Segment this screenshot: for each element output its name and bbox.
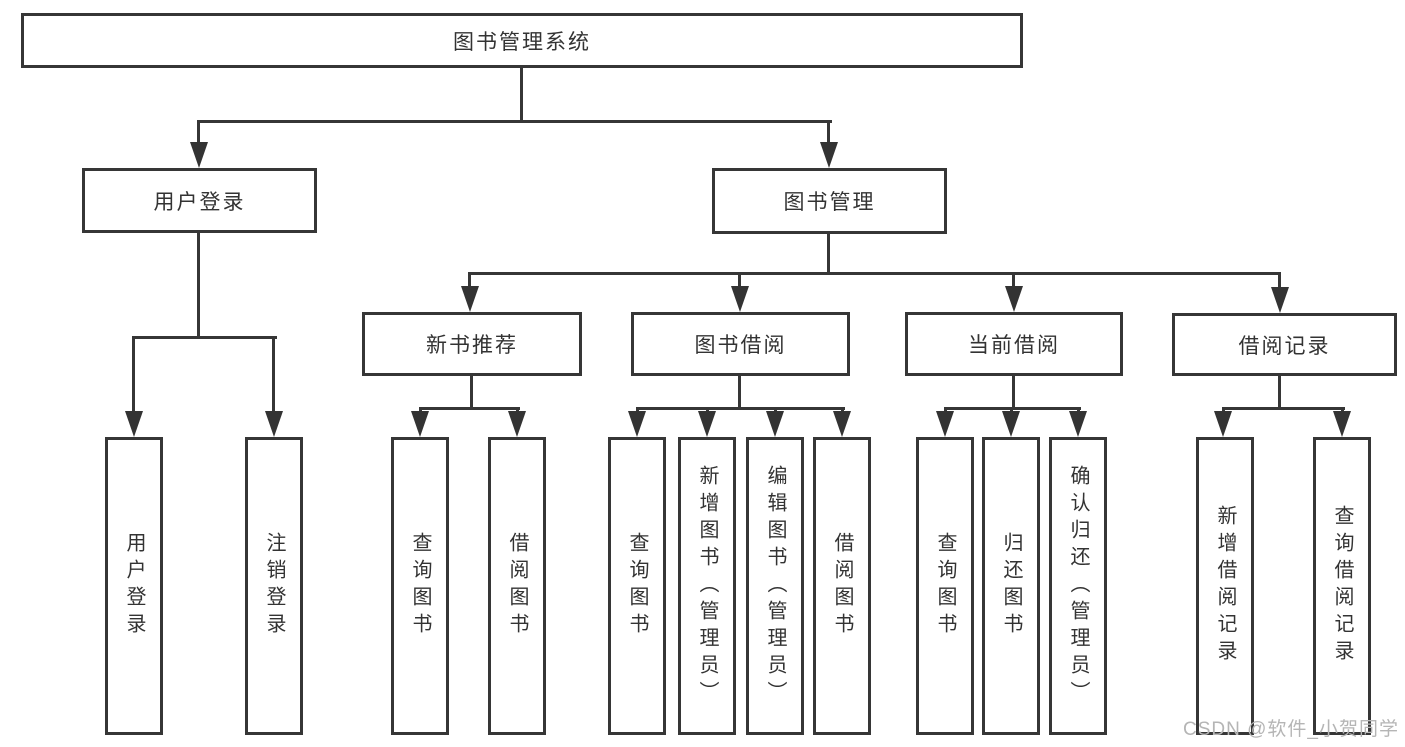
connector-line <box>197 120 200 146</box>
arrow-down-icon <box>1005 286 1023 312</box>
leaf-label: 用户登录 <box>123 532 145 640</box>
arrow-down-icon <box>1069 411 1087 437</box>
node-label: 新书推荐 <box>426 334 518 357</box>
leaf-query-books-borrowing: 查询图书 <box>608 437 666 735</box>
leaf-query-books-current: 查询图书 <box>916 437 974 735</box>
leaf-add-borrow-record: 新增借阅记录 <box>1196 437 1254 735</box>
connector-line <box>272 336 275 415</box>
leaf-label: 借阅图书 <box>831 532 853 640</box>
connector-line <box>738 376 741 410</box>
node-library-system: 图书管理系统 <box>21 13 1023 68</box>
leaf-return-books: 归还图书 <box>982 437 1040 735</box>
arrow-down-icon <box>766 411 784 437</box>
leaf-label: 新增图书（管理员） <box>696 464 718 708</box>
arrow-down-icon <box>1214 411 1232 437</box>
connector-line <box>470 272 1281 275</box>
arrow-down-icon <box>190 142 208 168</box>
leaf-borrow-books-borrowing: 借阅图书 <box>813 437 871 735</box>
arrow-down-icon <box>698 411 716 437</box>
leaf-label: 新增借阅记录 <box>1214 505 1236 667</box>
leaf-add-books-admin: 新增图书（管理员） <box>678 437 736 735</box>
connector-line <box>1012 376 1015 410</box>
node-label: 用户登录 <box>153 190 246 214</box>
arrow-down-icon <box>628 411 646 437</box>
leaf-edit-books-admin: 编辑图书（管理员） <box>746 437 804 735</box>
connector-line <box>198 120 832 123</box>
arrow-down-icon <box>1271 287 1289 313</box>
leaf-label: 查询借阅记录 <box>1331 505 1353 667</box>
arrow-down-icon <box>1333 411 1351 437</box>
connector-line <box>636 407 845 410</box>
arrow-down-icon <box>265 411 283 437</box>
leaf-query-borrow-record: 查询借阅记录 <box>1313 437 1371 735</box>
connector-line <box>1278 376 1281 410</box>
arrow-down-icon <box>936 411 954 437</box>
leaf-label: 确认归还（管理员） <box>1067 464 1089 708</box>
arrow-down-icon <box>411 411 429 437</box>
watermark: CSDN @软件_小贺同学 <box>1183 719 1399 740</box>
node-book-management: 图书管理 <box>712 168 947 234</box>
arrow-down-icon <box>508 411 526 437</box>
connector-line <box>1278 272 1281 290</box>
node-borrowing-records: 借阅记录 <box>1172 313 1397 376</box>
node-label: 图书管理 <box>783 191 876 214</box>
connector-line <box>470 376 473 410</box>
connector-line <box>738 272 741 290</box>
connector-line <box>132 336 135 415</box>
connector-line <box>1012 272 1015 290</box>
connector-line <box>419 407 520 410</box>
connector-line <box>1222 407 1345 410</box>
arrow-down-icon <box>833 411 851 437</box>
leaf-label: 归还图书 <box>1000 532 1022 640</box>
node-current-borrowing: 当前借阅 <box>905 312 1123 376</box>
node-label: 图书管理系统 <box>453 30 591 54</box>
arrow-down-icon <box>461 286 479 312</box>
leaf-label: 注销登录 <box>263 532 285 640</box>
arrow-down-icon <box>125 411 143 437</box>
arrow-down-icon <box>731 286 749 312</box>
arrow-down-icon <box>820 142 838 168</box>
connector-line <box>827 120 830 146</box>
node-label: 当前借阅 <box>968 334 1060 357</box>
leaf-query-books-recommend: 查询图书 <box>391 437 449 735</box>
connector-line <box>827 234 830 275</box>
node-book-borrowing: 图书借阅 <box>631 312 850 376</box>
leaf-user-login: 用户登录 <box>105 437 163 735</box>
leaf-label: 借阅图书 <box>506 532 528 640</box>
node-label: 借阅记录 <box>1238 334 1331 358</box>
connector-line <box>197 233 200 339</box>
leaf-label: 编辑图书（管理员） <box>764 464 786 708</box>
leaf-confirm-return-admin: 确认归还（管理员） <box>1049 437 1107 735</box>
leaf-label: 查询图书 <box>934 532 956 640</box>
node-user-login: 用户登录 <box>82 168 317 233</box>
node-label: 图书借阅 <box>694 334 787 357</box>
leaf-label: 查询图书 <box>409 532 431 640</box>
connector-line <box>520 68 523 122</box>
leaf-logout: 注销登录 <box>245 437 303 735</box>
leaf-borrow-books-recommend: 借阅图书 <box>488 437 546 735</box>
node-new-book-recommend: 新书推荐 <box>362 312 582 376</box>
connector-line <box>468 272 471 290</box>
connector-line <box>133 336 277 339</box>
arrow-down-icon <box>1002 411 1020 437</box>
leaf-label: 查询图书 <box>626 532 648 640</box>
